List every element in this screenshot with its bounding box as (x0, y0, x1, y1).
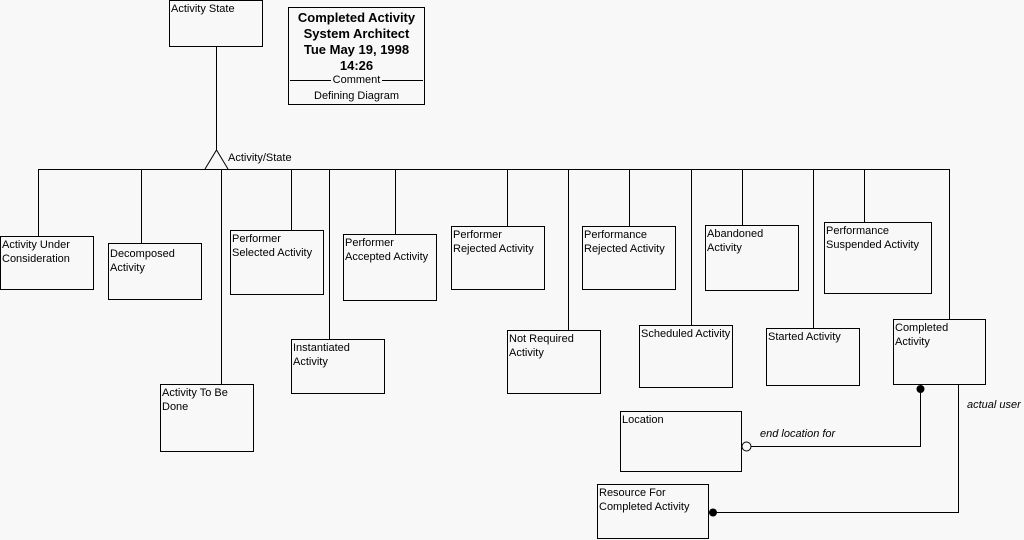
diagram-title-block: Completed Activity System Architect Tue … (288, 7, 425, 105)
entity-activity-to-be-done[interactable]: Activity To Be Done (160, 384, 254, 452)
entity-completed-activity[interactable]: Completed Activity (893, 319, 986, 385)
filled-dot-resource-icon (709, 508, 717, 517)
entity-resource-for-completed-activity[interactable]: Resource For Completed Activity (597, 484, 709, 539)
relationship-label-actual-user: actual user (967, 399, 1021, 411)
entity-location[interactable]: Location (620, 411, 742, 472)
entity-scheduled-activity[interactable]: Scheduled Activity (639, 325, 733, 388)
entity-not-required-activity[interactable]: Not Required Activity (507, 330, 601, 394)
entity-started-activity[interactable]: Started Activity (766, 328, 860, 386)
entity-abandoned-activity[interactable]: Abandoned Activity (705, 225, 799, 291)
entity-performer-selected-activity[interactable]: Performer Selected Activity (230, 230, 324, 295)
relationship-label-end-location-for: end location for (760, 428, 836, 440)
diagram-comment: Defining Diagram (314, 90, 399, 102)
diagram-time: 14:26 (339, 58, 374, 73)
inheritance-label: Activity/State (228, 152, 292, 164)
comment-separator: Comment (290, 74, 423, 87)
entity-performer-rejected-activity[interactable]: Performer Rejected Activity (451, 226, 545, 290)
entity-activity-state[interactable]: Activity State (169, 0, 263, 47)
comment-label: Comment (332, 74, 381, 86)
entity-performance-suspended-activity[interactable]: Performance Suspended Activity (824, 222, 932, 294)
entity-instantiated-activity[interactable]: Instantiated Activity (291, 339, 385, 394)
diagram-title: Completed Activity (297, 10, 416, 25)
entity-performance-rejected-activity[interactable]: Performance Rejected Activity (582, 226, 676, 290)
inheritance-triangle-icon (204, 149, 229, 170)
filled-dot-completed-icon (916, 385, 925, 393)
hollow-circle-location-icon (741, 441, 752, 452)
actual-user-line (717, 384, 959, 513)
entity-decomposed-activity[interactable]: Decomposed Activity (108, 243, 202, 300)
end-location-line (751, 393, 921, 447)
entity-performer-accepted-activity[interactable]: Performer Accepted Activity (343, 234, 437, 301)
diagram-author: System Architect (303, 26, 410, 41)
diagram-date: Tue May 19, 1998 (303, 42, 410, 57)
entity-activity-under-consideration[interactable]: Activity Under Consideration (0, 236, 94, 290)
